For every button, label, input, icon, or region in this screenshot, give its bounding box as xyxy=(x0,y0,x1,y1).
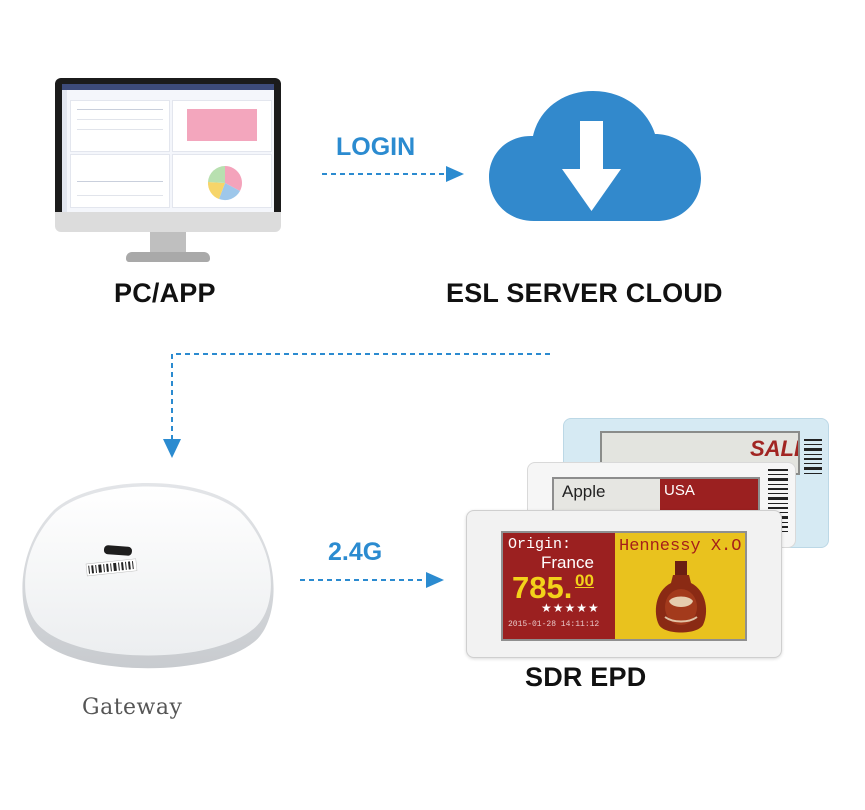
tag-middle-product: Apple xyxy=(562,482,606,501)
gateway-device xyxy=(22,483,274,669)
band-label: 2.4G xyxy=(328,538,383,566)
tag-front-date: 2015-01-28 14:11:12 xyxy=(508,620,600,629)
login-label: LOGIN xyxy=(336,133,416,161)
dashboard-line-panel xyxy=(70,154,170,208)
dashboard-topbar xyxy=(62,84,274,90)
tag-front-screen: Origin: France 785. 00 ★★★★★ 2015-01-28 … xyxy=(501,531,747,641)
monitor-chin xyxy=(55,212,281,232)
monitor-stand-neck xyxy=(150,232,186,254)
dashboard-pie-panel xyxy=(172,154,272,208)
dashboard-pink-block xyxy=(187,109,257,141)
tag-front-yellow-panel: Hennessy X.O xyxy=(615,533,745,639)
tag-front-price-decimal: 00 xyxy=(575,571,594,590)
monitor-screen xyxy=(62,84,274,212)
gateway-label: Gateway xyxy=(82,695,183,720)
gateway-to-tag-arrow xyxy=(300,572,444,588)
monitor-stand-base xyxy=(126,252,210,262)
tag-back-promo: SALE xyxy=(750,436,798,461)
pc-app-label: PC/APP xyxy=(114,278,216,308)
cloud-label: ESL SERVER CLOUD xyxy=(446,278,723,308)
tag-front-price: 785. xyxy=(512,570,573,605)
dashboard-table-panel xyxy=(70,100,170,152)
cloud-download-icon xyxy=(489,91,701,221)
epd-label: SDR EPD xyxy=(525,662,647,692)
tag-front-brand: Hennessy X.O xyxy=(619,537,742,556)
login-arrow xyxy=(322,166,464,182)
tag-front-stars: ★★★★★ xyxy=(541,601,600,615)
dashboard-pie-chart xyxy=(207,165,242,201)
dashboard-bar-panel xyxy=(172,100,272,152)
tag-front: Origin: France 785. 00 ★★★★★ 2015-01-28 … xyxy=(466,510,782,658)
tag-front-origin-label: Origin: xyxy=(508,536,572,553)
tag-front-country: France xyxy=(541,553,594,572)
tag-front-red-panel: Origin: France 785. 00 ★★★★★ 2015-01-28 … xyxy=(503,533,615,639)
bottle-icon xyxy=(655,561,707,633)
cloud-to-gateway-arrow xyxy=(163,353,550,458)
dashboard-sidebar xyxy=(62,90,67,212)
tag-back-barcode xyxy=(804,439,822,474)
tag-middle-origin: USA xyxy=(664,482,695,499)
